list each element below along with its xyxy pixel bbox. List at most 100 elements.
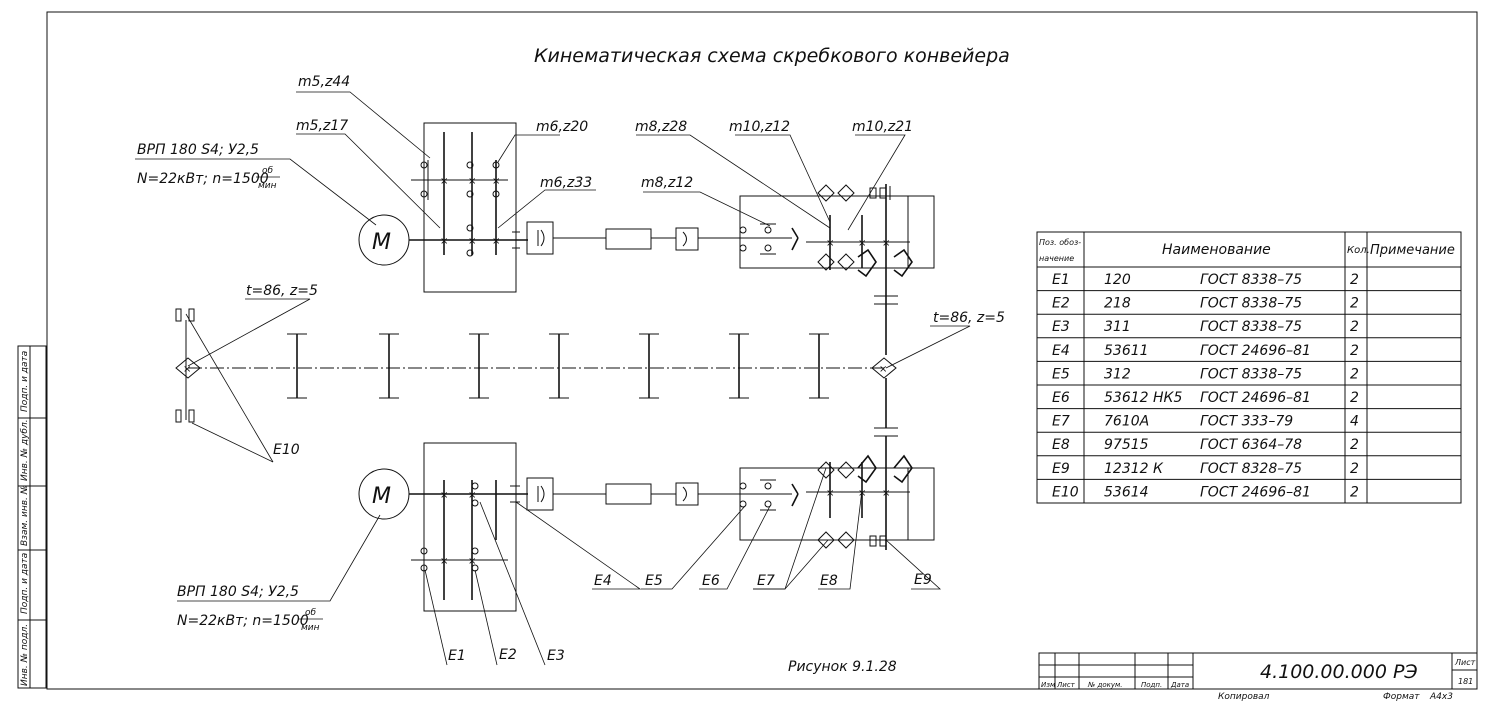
spec-row-pos: E4 (1052, 343, 1070, 359)
svg-text:×: × (468, 176, 476, 187)
side-stamp-5: Инв. № подл. (20, 624, 30, 686)
sheet-number: 181 (1458, 677, 1473, 686)
spec-row-qty: 2 (1350, 343, 1359, 359)
format-label: Формат (1383, 692, 1420, 702)
label-e8: E8 (820, 573, 838, 589)
label-e2: E2 (499, 647, 517, 663)
motor-bottom-unit-den: мин (301, 623, 320, 633)
label-e4: E4 (594, 573, 612, 589)
spec-row-pos: E8 (1052, 437, 1070, 453)
gearbox-top-housing (423, 122, 517, 293)
spec-row-pos: E5 (1052, 366, 1070, 382)
svg-text:×: × (882, 238, 890, 249)
motor-top-line1: ВРП 180 S4; У2,5 (137, 142, 259, 158)
title-block-col-2: Лист (1056, 681, 1076, 689)
spec-row-gost: ГОСТ 24696–81 (1200, 343, 1311, 359)
label-e6: E6 (702, 573, 720, 589)
spec-row-item: 311 (1104, 319, 1131, 335)
spec-row-pos: E1 (1052, 272, 1070, 288)
spec-row-gost: ГОСТ 24696–81 (1200, 390, 1311, 406)
svg-text:×: × (440, 176, 448, 187)
chain-sprocket-left: × (175, 357, 201, 379)
spec-row-item: 120 (1104, 272, 1131, 288)
svg-text:×: × (183, 364, 191, 375)
label-e10: E10 (273, 442, 300, 458)
motor-top-line2: N=22кВт; n=1500 (137, 171, 269, 187)
svg-text:×: × (468, 236, 476, 247)
label-e9: E9 (914, 572, 932, 588)
title-block-col-5: Дата (1170, 681, 1189, 689)
svg-text:×: × (492, 176, 500, 187)
spec-table: Поз. обоз- начение Наименование Кол. При… (1036, 231, 1462, 504)
motor-top-symbol: M (372, 230, 391, 255)
svg-text:×: × (440, 556, 448, 567)
label-m10z21: m10,z21 (852, 119, 913, 135)
side-stamp-2: Инв. № дубл. (20, 419, 30, 481)
label-m6z20: m6,z20 (536, 119, 588, 135)
svg-text:×: × (468, 556, 476, 567)
motor-bottom-line1: ВРП 180 S4; У2,5 (177, 584, 299, 600)
copied-label: Копировал (1218, 692, 1270, 702)
spec-row-qty: 2 (1350, 366, 1359, 382)
label-chain-right: t=86, z=5 (933, 310, 1005, 326)
motor-top: M (358, 214, 410, 266)
spec-row-pos: E3 (1052, 319, 1070, 335)
spec-row-item: 53612 НК5 (1104, 390, 1182, 406)
spec-header-pos-1: Поз. обоз- (1039, 238, 1081, 247)
label-e5: E5 (645, 573, 663, 589)
motor-bottom-symbol: M (372, 484, 391, 509)
bevel-box-top (739, 195, 935, 269)
motor-bottom-unit-num: об (305, 608, 317, 618)
motor-top-unit-den: мин (258, 181, 277, 191)
spec-row-pos: E2 (1052, 296, 1070, 312)
spec-row-qty: 4 (1350, 414, 1359, 430)
svg-text:×: × (879, 364, 887, 375)
svg-text:×: × (858, 238, 866, 249)
leader-lines (135, 91, 971, 666)
spec-row-gost: ГОСТ 8338–75 (1200, 272, 1302, 288)
title-block: Изм Лист № докум. Подп. Дата 4.100.00.00… (1038, 652, 1478, 702)
svg-text:×: × (882, 488, 890, 499)
spec-header-name: Наименование (1162, 242, 1271, 258)
spec-row-gost: ГОСТ 8338–75 (1200, 366, 1302, 382)
sheet-label: Лист (1454, 658, 1476, 667)
motor-bottom: M (358, 468, 410, 520)
side-stamp: Подп. и дата Инв. № дубл. Взам. инв. № П… (17, 345, 47, 689)
label-chain-left: t=86, z=5 (246, 283, 318, 299)
motor-bottom-line2: N=22кВт; n=1500 (177, 613, 309, 629)
spec-row-gost: ГОСТ 8328–75 (1200, 461, 1302, 477)
svg-text:×: × (826, 238, 834, 249)
drawing-title: Кинематическая схема скребкового конвейе… (534, 45, 1010, 67)
side-stamp-4: Подп. и дата (20, 553, 30, 614)
spec-row-item: 53611 (1104, 343, 1149, 359)
spec-header-note: Примечание (1370, 243, 1455, 258)
spec-row-qty: 2 (1350, 461, 1359, 477)
spec-row-item: 7610А (1104, 414, 1149, 430)
spec-row-pos: E6 (1052, 390, 1070, 406)
spec-row-gost: ГОСТ 24696–81 (1200, 484, 1311, 500)
side-stamp-1: Подп. и дата (20, 351, 30, 412)
spec-header-pos-2: начение (1039, 254, 1074, 263)
spec-row-item: 312 (1104, 366, 1131, 382)
side-stamp-3: Взам. инв. № (20, 485, 30, 546)
spec-row-item: 218 (1104, 296, 1131, 312)
label-m8z28: m8,z28 (635, 119, 687, 135)
title-block-col-3: № докум. (1087, 681, 1123, 689)
spec-header-qty: Кол. (1347, 245, 1370, 256)
svg-text:×: × (858, 488, 866, 499)
designation: 4.100.00.000 РЭ (1260, 661, 1418, 683)
spec-row-qty: 2 (1350, 437, 1359, 453)
spec-row-pos: E9 (1052, 461, 1070, 477)
spec-row-gost: ГОСТ 8338–75 (1200, 296, 1302, 312)
drawing-frame (46, 11, 1478, 690)
figure-caption: Рисунок 9.1.28 (788, 659, 897, 675)
format-value: А4х3 (1429, 692, 1453, 702)
spec-row-qty: 2 (1350, 484, 1359, 500)
label-e7: E7 (757, 573, 775, 589)
spec-row-gost: ГОСТ 8338–75 (1200, 319, 1302, 335)
spec-row-pos: E10 (1052, 484, 1079, 500)
label-e1: E1 (448, 648, 466, 664)
spec-row-qty: 2 (1350, 319, 1359, 335)
label-m5z44: m5,z44 (298, 74, 350, 90)
